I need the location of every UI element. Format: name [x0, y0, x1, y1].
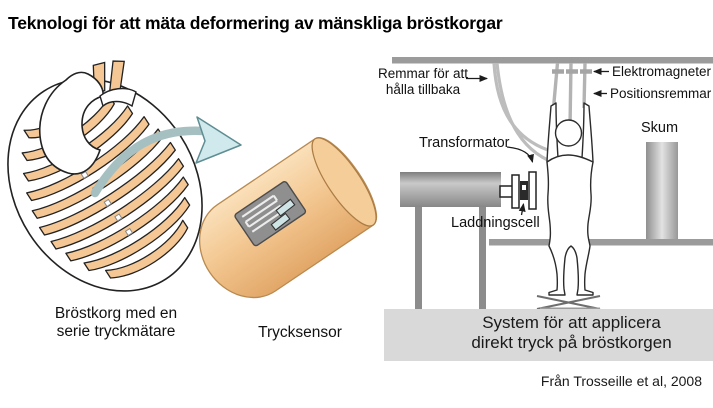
pressure-sensor-illustration: [198, 137, 378, 299]
clavicle-shape: [99, 87, 137, 108]
apparatus-caption-line2: direkt tryck på bröstkorgen: [471, 333, 672, 353]
load-cell-label: Laddningscell: [451, 215, 540, 231]
electromagnets-label: Elektromagneter: [612, 64, 712, 79]
apparatus-caption: System för att applicera direkt tryck på…: [407, 313, 713, 353]
ribcage-caption-line1: Bröstkorg med en: [54, 305, 178, 322]
ribcage-illustration: [7, 60, 203, 292]
caption-box: [384, 309, 713, 361]
load-cell-arrow: [518, 203, 526, 216]
ram-assembly: [400, 171, 537, 309]
ribcage-caption: Bröstkorg med en serie tryckmätare: [36, 305, 196, 342]
apparatus-caption-line1: System för att applicera: [482, 313, 661, 332]
right-arm: [581, 102, 594, 163]
ribcage-caption-line2: serie tryckmätare: [56, 323, 176, 341]
restraint-straps-label: Remmar för att hålla tillbaka: [376, 66, 470, 99]
person-figure: [546, 102, 594, 296]
transformer-plate: [511, 174, 520, 209]
sensor-caption: Trycksensor: [258, 324, 342, 341]
credit-text: Från Trosseille et al, 2008: [540, 373, 702, 389]
restraint-straps-label-line1: Remmar för att: [377, 66, 469, 81]
left-arm: [546, 102, 559, 163]
strain-gauge: [234, 181, 307, 247]
transfer-arrow: [90, 116, 242, 198]
chest-plate: [528, 171, 537, 210]
ceiling-bar: [392, 57, 713, 64]
transformer-arrow: [506, 146, 534, 163]
figure-title: Teknologi för att mäta deformering av mä…: [8, 13, 503, 33]
ram-cylinder: [400, 172, 501, 207]
foam-label: Skum: [641, 120, 679, 136]
torso-and-legs: [546, 154, 594, 296]
head: [554, 119, 583, 147]
restraint-straps-label-line2: hålla tillbaka: [385, 82, 461, 98]
load-cell-block: [520, 181, 528, 200]
foam-block: [646, 142, 678, 239]
platform-bar: [489, 239, 713, 246]
transformer-label: Transformator: [419, 135, 510, 151]
scapula-shape: [38, 71, 104, 175]
position-straps-label: Positionsremmar: [610, 86, 712, 101]
label-arrows: [466, 68, 609, 216]
